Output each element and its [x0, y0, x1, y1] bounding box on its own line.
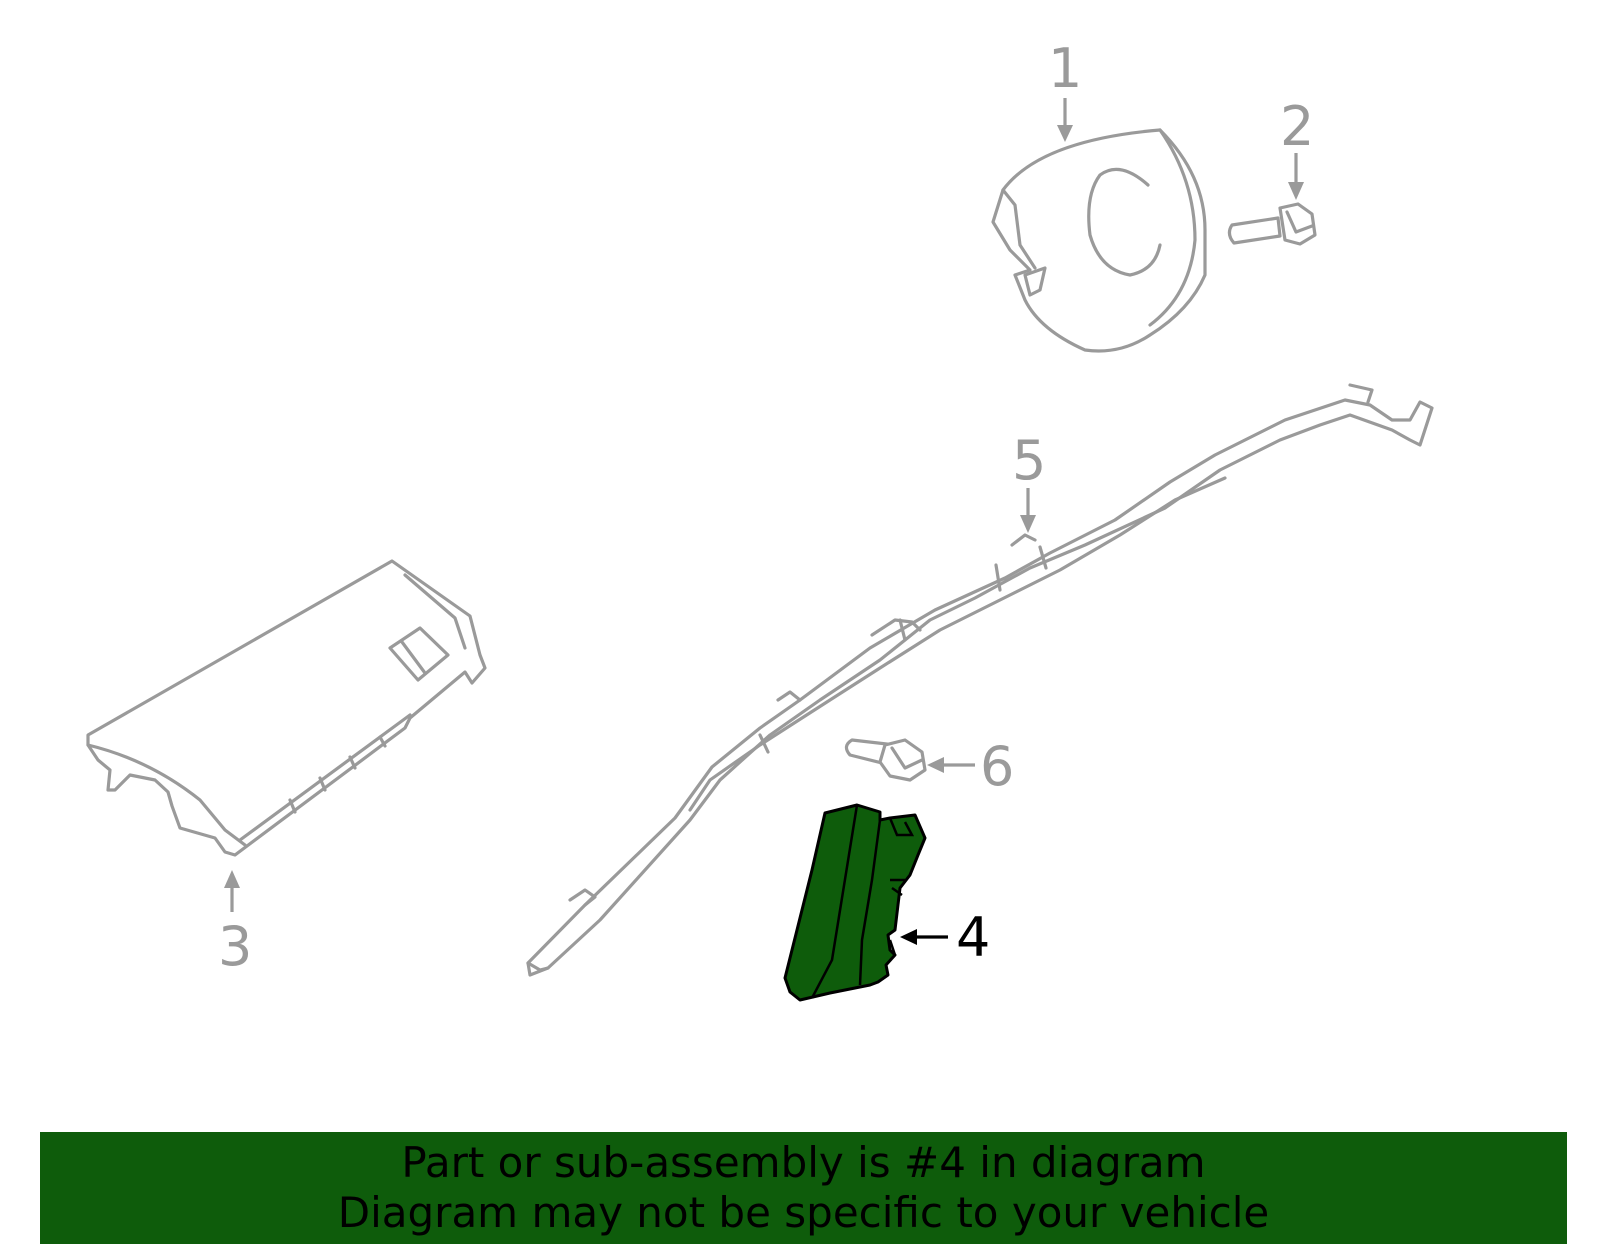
passenger-airbag[interactable]: [86, 559, 487, 857]
callout-5-label[interactable]: 5: [1012, 429, 1046, 492]
leader-5: [1020, 488, 1036, 533]
callout-6-label[interactable]: 6: [980, 735, 1014, 798]
steering-wheel-airbag[interactable]: [991, 128, 1207, 353]
curtain-airbag-bolt[interactable]: [844, 738, 927, 782]
callout-4-label[interactable]: 4: [956, 906, 990, 969]
banner-line-1: Part or sub-assembly is #4 in diagram: [401, 1138, 1206, 1187]
info-banner: Part or sub-assembly is #4 in diagram Di…: [40, 1132, 1567, 1244]
parts-diagram: 1 2 3 4 5 6: [86, 37, 1434, 1002]
leader-4: [900, 929, 948, 945]
leader-3: [224, 870, 240, 912]
callout-3-label[interactable]: 3: [218, 915, 252, 978]
callout-1-label[interactable]: 1: [1048, 37, 1082, 100]
leader-6: [927, 757, 975, 773]
leader-2: [1288, 153, 1304, 200]
callout-2-label[interactable]: 2: [1280, 95, 1314, 158]
side-airbag-module[interactable]: [783, 803, 927, 1002]
banner-line-2: Diagram may not be specific to your vehi…: [337, 1188, 1270, 1237]
airbag-bolt[interactable]: [1227, 202, 1317, 246]
curtain-airbag[interactable]: [526, 383, 1434, 977]
leader-1: [1057, 98, 1073, 142]
